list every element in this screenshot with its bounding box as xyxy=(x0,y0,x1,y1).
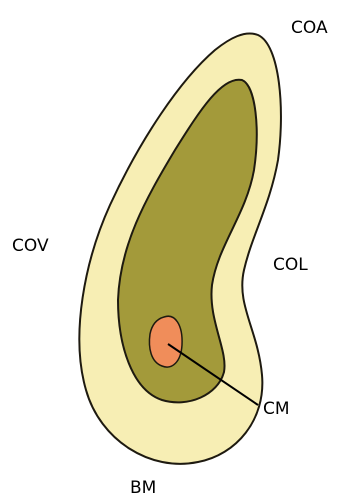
label-cm: CM xyxy=(263,401,290,418)
label-coa: COA xyxy=(291,20,328,37)
label-col: COL xyxy=(273,257,308,274)
label-bm: BM xyxy=(130,480,156,497)
core-region xyxy=(149,316,182,367)
label-cov: COV xyxy=(12,238,49,255)
